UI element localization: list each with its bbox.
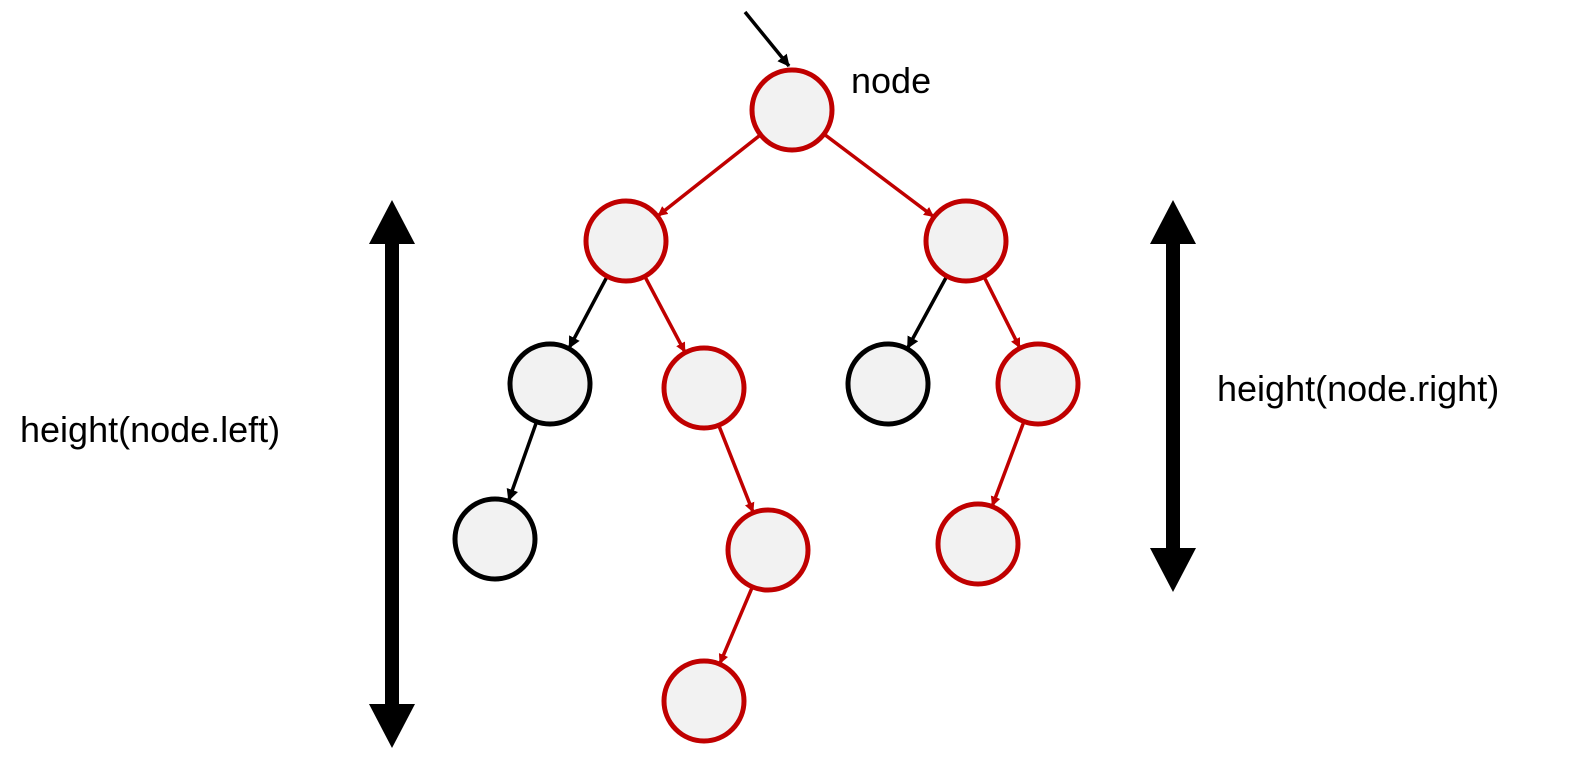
tree-node-rrl <box>935 501 1021 587</box>
right-height-label: height(node.right) <box>1217 368 1499 409</box>
edge-lrr-to-lrrl <box>718 587 754 665</box>
tree-node-rr <box>995 341 1081 427</box>
edge-ll-to-lll <box>506 422 538 502</box>
edge-root-to-l <box>657 134 761 217</box>
edge-rr-to-rrl <box>990 422 1025 507</box>
tree-node-rl <box>845 341 931 427</box>
tree-node-root <box>749 67 835 153</box>
tree-node-r <box>923 198 1009 284</box>
tree-nodes <box>452 67 1081 744</box>
edge-lr-to-lrr <box>717 426 755 513</box>
tree-node-ll <box>507 341 593 427</box>
edge-root-to-r <box>824 133 935 218</box>
tree-node-lrr <box>725 507 811 593</box>
tree-node-lr <box>661 345 747 431</box>
root-node-label: node <box>851 60 931 101</box>
tree-node-lll <box>452 496 538 582</box>
left-height-arrow <box>369 200 415 748</box>
tree-edges <box>506 133 1025 665</box>
tree-node-l <box>583 198 669 284</box>
tree-node-lrrl <box>661 658 747 744</box>
edge-l-to-ll <box>567 277 608 349</box>
right-height-arrow <box>1150 200 1196 592</box>
edge-r-to-rr <box>983 277 1022 349</box>
root-pointer-arrow <box>743 10 791 68</box>
edge-l-to-lr <box>644 277 687 353</box>
left-height-label: height(node.left) <box>20 409 280 450</box>
edge-r-to-rl <box>906 277 948 349</box>
